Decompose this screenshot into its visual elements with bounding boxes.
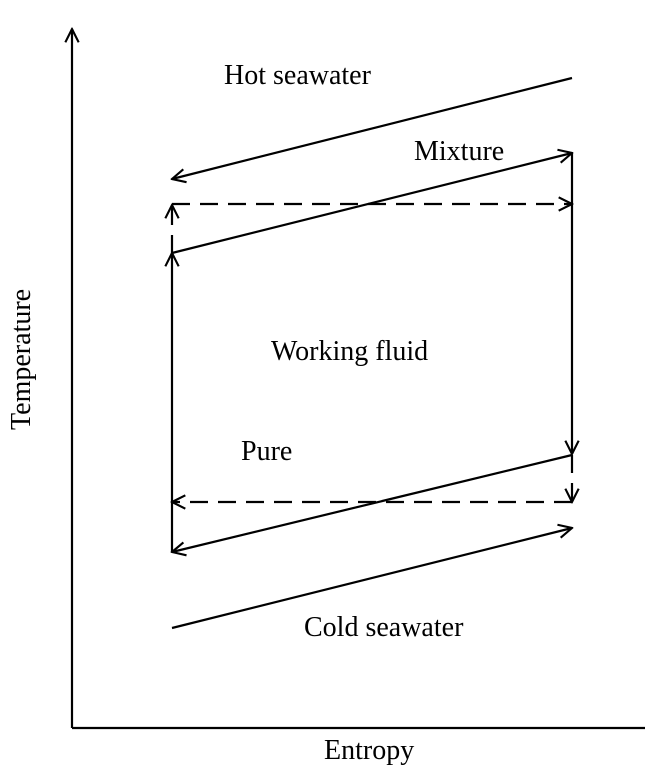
- y-axis-label: Temperature: [6, 288, 37, 430]
- working-fluid-label: Working fluid: [271, 336, 429, 367]
- cold-seawater-label: Cold seawater: [304, 612, 464, 643]
- hot-seawater-line: [172, 76, 573, 179]
- pure-label: Pure: [241, 436, 293, 467]
- mixture-label: Mixture: [414, 136, 505, 167]
- cold-seawater-line: [171, 528, 572, 630]
- mixture-condensation-line: [172, 453, 573, 552]
- x-axis-label: Entropy: [324, 735, 415, 766]
- hot-seawater-label: Hot seawater: [224, 60, 371, 91]
